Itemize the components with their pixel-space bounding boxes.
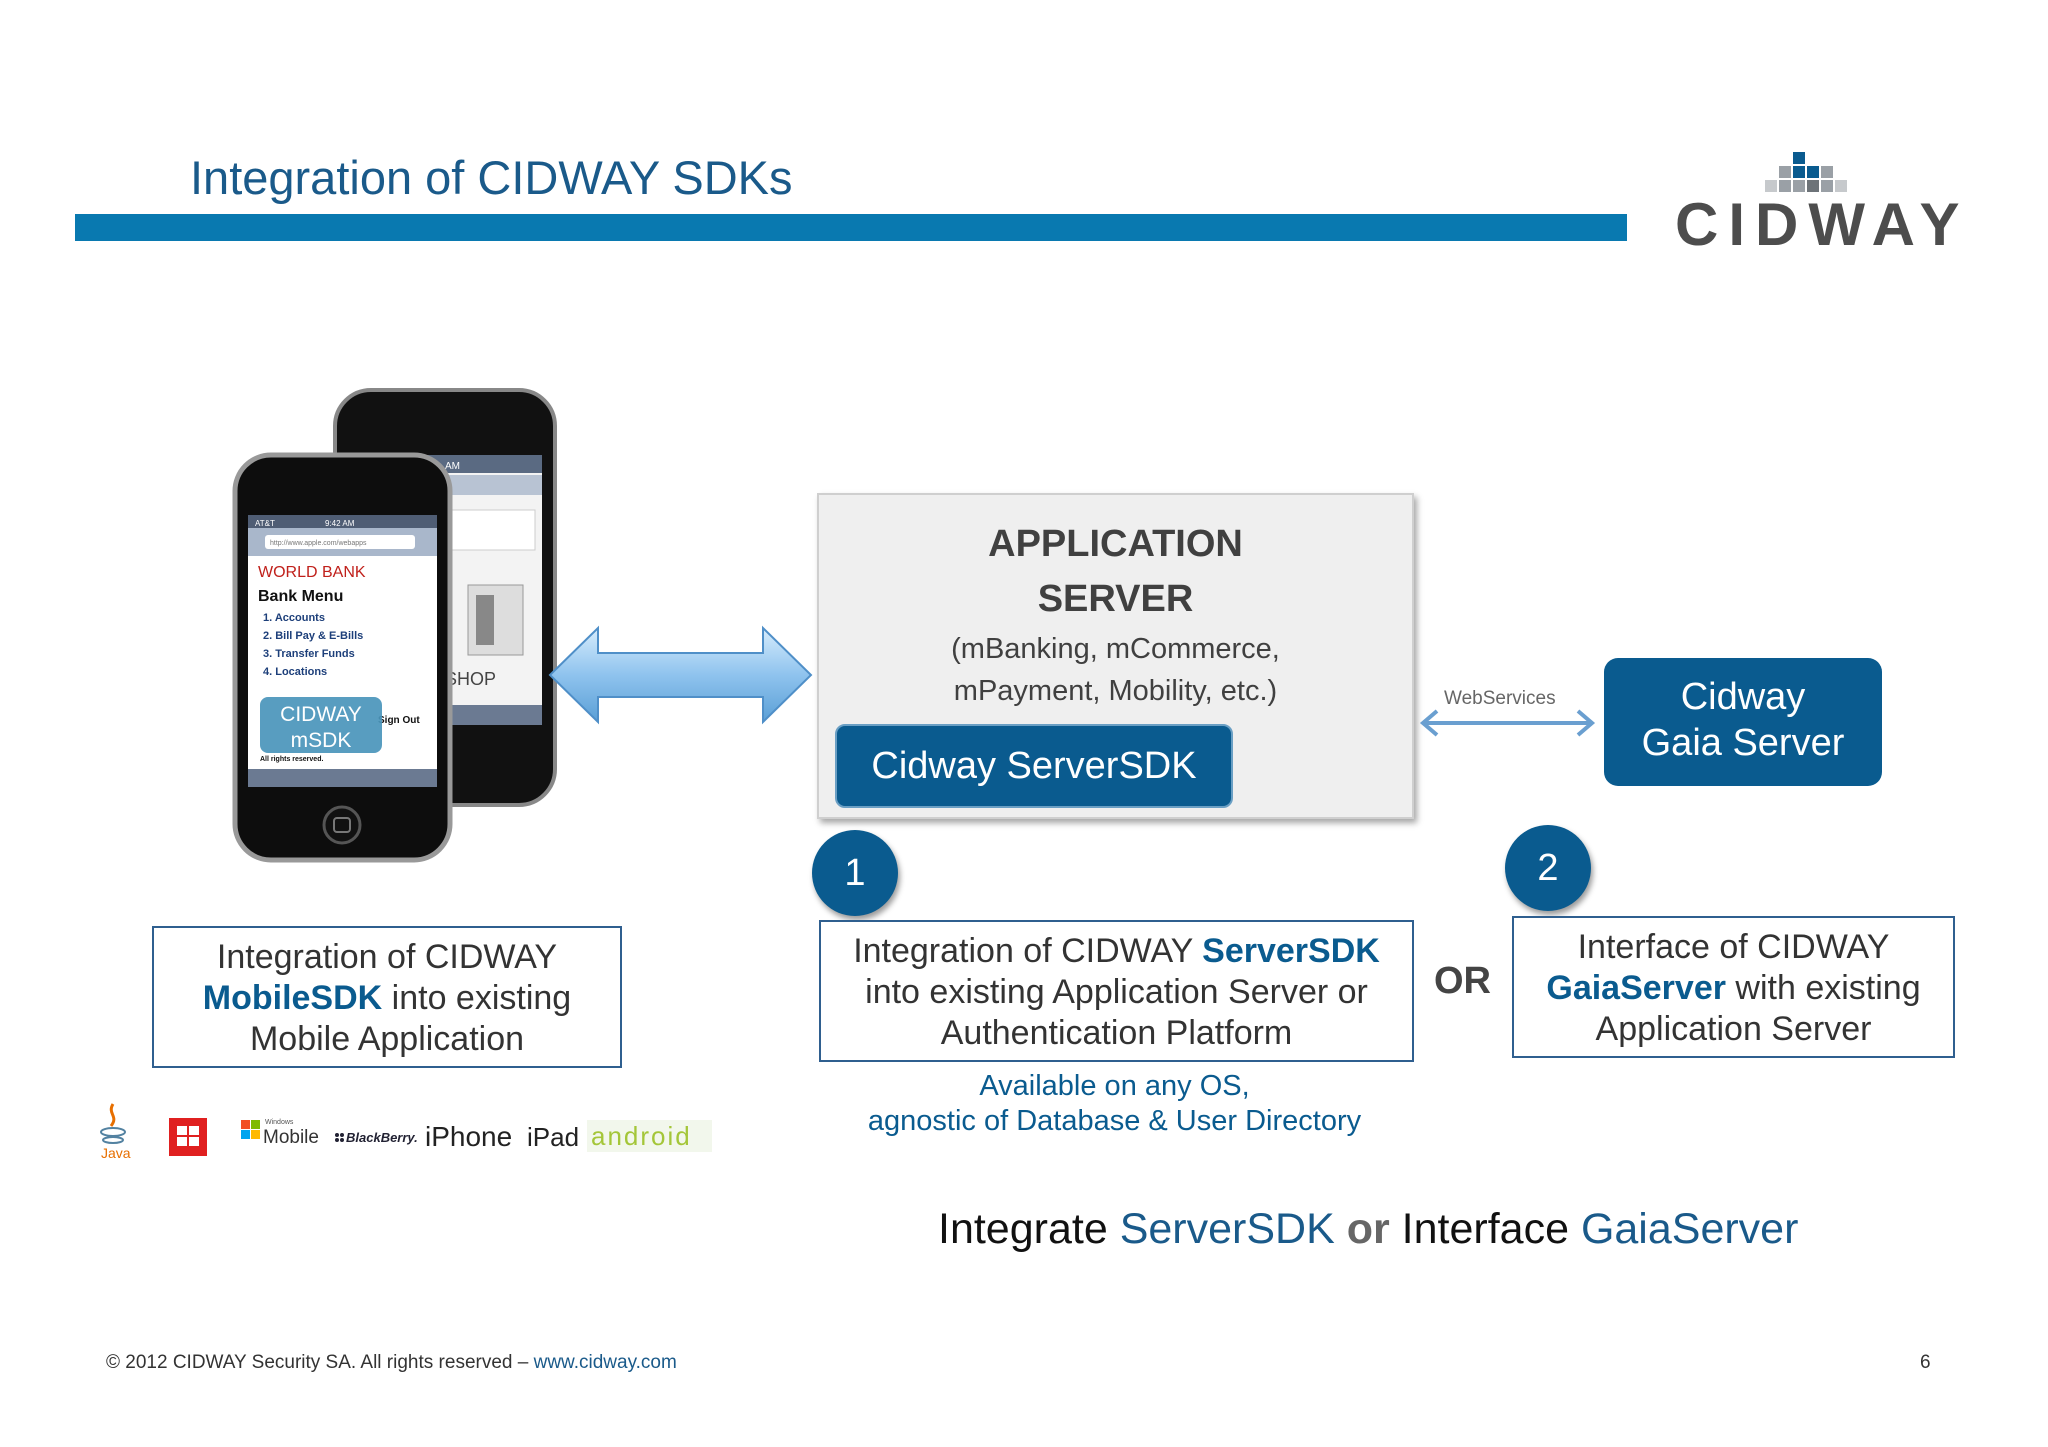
back-phone-time: AM bbox=[445, 461, 460, 472]
webservices-arrow-icon bbox=[1419, 709, 1596, 737]
title-bar bbox=[75, 214, 1627, 241]
serversdk-highlight: ServerSDK bbox=[1202, 932, 1380, 970]
msdk-badge bbox=[260, 697, 382, 753]
gaiaserver-highlight: GaiaServer bbox=[1546, 969, 1726, 1007]
svg-text:9:42 AM: 9:42 AM bbox=[325, 519, 355, 528]
footer-copyright: © 2012 CIDWAY Security SA. All rights re… bbox=[106, 1352, 677, 1373]
windows-icon bbox=[169, 1118, 207, 1156]
gaia-server-description-box: Interface of CIDWAY GaiaServer with exis… bbox=[1512, 916, 1955, 1058]
java-icon: Java bbox=[100, 1103, 131, 1161]
svg-text:4. Locations: 4. Locations bbox=[263, 666, 327, 678]
windows-mobile-icon: Windows Mobile bbox=[241, 1119, 319, 1148]
svg-text:AT&T: AT&T bbox=[255, 519, 275, 528]
availability-line1: Available on any OS, bbox=[979, 1070, 1250, 1102]
blackberry-icon: BlackBerry. bbox=[335, 1130, 418, 1145]
webservices-label: WebServices bbox=[1444, 688, 1556, 709]
gaia-server-line1: Cidway bbox=[1680, 676, 1806, 718]
step-two-badge: 2 bbox=[1505, 825, 1591, 911]
app-server-subtitle-line2: mPayment, Mobility, etc.) bbox=[953, 675, 1278, 707]
application-server-box: APPLICATION SERVER (mBanking, mCommerce,… bbox=[817, 493, 1414, 819]
step-one-badge: 1 bbox=[812, 830, 898, 916]
gaia-server-box: Cidway Gaia Server bbox=[1604, 658, 1882, 786]
svg-text:Bank Menu: Bank Menu bbox=[258, 588, 343, 605]
app-server-title-line1: APPLICATION bbox=[988, 523, 1243, 565]
platform-logos: Java Windows Mobile BlackBerry. iPhone i… bbox=[100, 1103, 712, 1161]
svg-text:Sign Out: Sign Out bbox=[378, 715, 420, 726]
svg-text:Windows: Windows bbox=[265, 1119, 294, 1126]
bottom-tagline: Integrate ServerSDK or Interface GaiaSer… bbox=[938, 1205, 1799, 1253]
server-sdk-description-box: Integration of CIDWAY ServerSDK into exi… bbox=[819, 920, 1414, 1062]
msdk-label-line1: CIDWAY bbox=[280, 703, 362, 726]
svg-text:Mobile: Mobile bbox=[263, 1127, 319, 1148]
mobilesdk-highlight: MobileSDK bbox=[202, 979, 383, 1017]
svg-text:All rights reserved.: All rights reserved. bbox=[260, 756, 323, 763]
cidway-logo: CIDWAY bbox=[1675, 191, 1970, 258]
android-logo: android bbox=[591, 1121, 692, 1151]
app-server-subtitle-line1: (mBanking, mCommerce, bbox=[951, 633, 1280, 665]
slide-title: Integration of CIDWAY SDKs bbox=[190, 151, 793, 204]
svg-text:http://www.apple.com/webapps: http://www.apple.com/webapps bbox=[270, 540, 367, 547]
ipad-logo: iPad bbox=[527, 1122, 579, 1152]
gaia-server-line2: Gaia Server bbox=[1641, 722, 1845, 764]
bidirectional-arrow-icon bbox=[548, 625, 813, 725]
svg-text:BlackBerry.: BlackBerry. bbox=[346, 1130, 418, 1145]
back-phone-shop: SHOP bbox=[445, 669, 496, 689]
iphone-logo: iPhone bbox=[425, 1121, 512, 1152]
cidway-website-link[interactable]: www.cidway.com bbox=[533, 1352, 677, 1373]
page-number: 6 bbox=[1920, 1352, 1931, 1373]
svg-text:3. Transfer Funds: 3. Transfer Funds bbox=[263, 648, 355, 660]
android-logo-bg bbox=[587, 1120, 712, 1152]
server-sdk-box: Cidway ServerSDK bbox=[835, 724, 1233, 808]
logo-squares-icon bbox=[1765, 152, 1847, 192]
svg-text:Java: Java bbox=[101, 1145, 131, 1161]
availability-line2: agnostic of Database & User Directory bbox=[867, 1105, 1362, 1137]
phones-illustration: AM SHOP AT&T 9:42 AM http://www.apple.co… bbox=[232, 388, 557, 863]
mobile-sdk-description-box: Integration of CIDWAY MobileSDK into exi… bbox=[152, 926, 622, 1068]
msdk-label-line2: mSDK bbox=[291, 729, 352, 752]
front-phone: AT&T 9:42 AM http://www.apple.com/webapp… bbox=[232, 452, 453, 863]
world-bank-brand: WORLD BANK bbox=[258, 564, 366, 581]
svg-text:1. Accounts: 1. Accounts bbox=[263, 612, 325, 624]
or-label: OR bbox=[1434, 960, 1491, 1002]
app-server-title-line2: SERVER bbox=[1037, 578, 1194, 620]
svg-text:2. Bill Pay & E-Bills: 2. Bill Pay & E-Bills bbox=[263, 630, 363, 642]
